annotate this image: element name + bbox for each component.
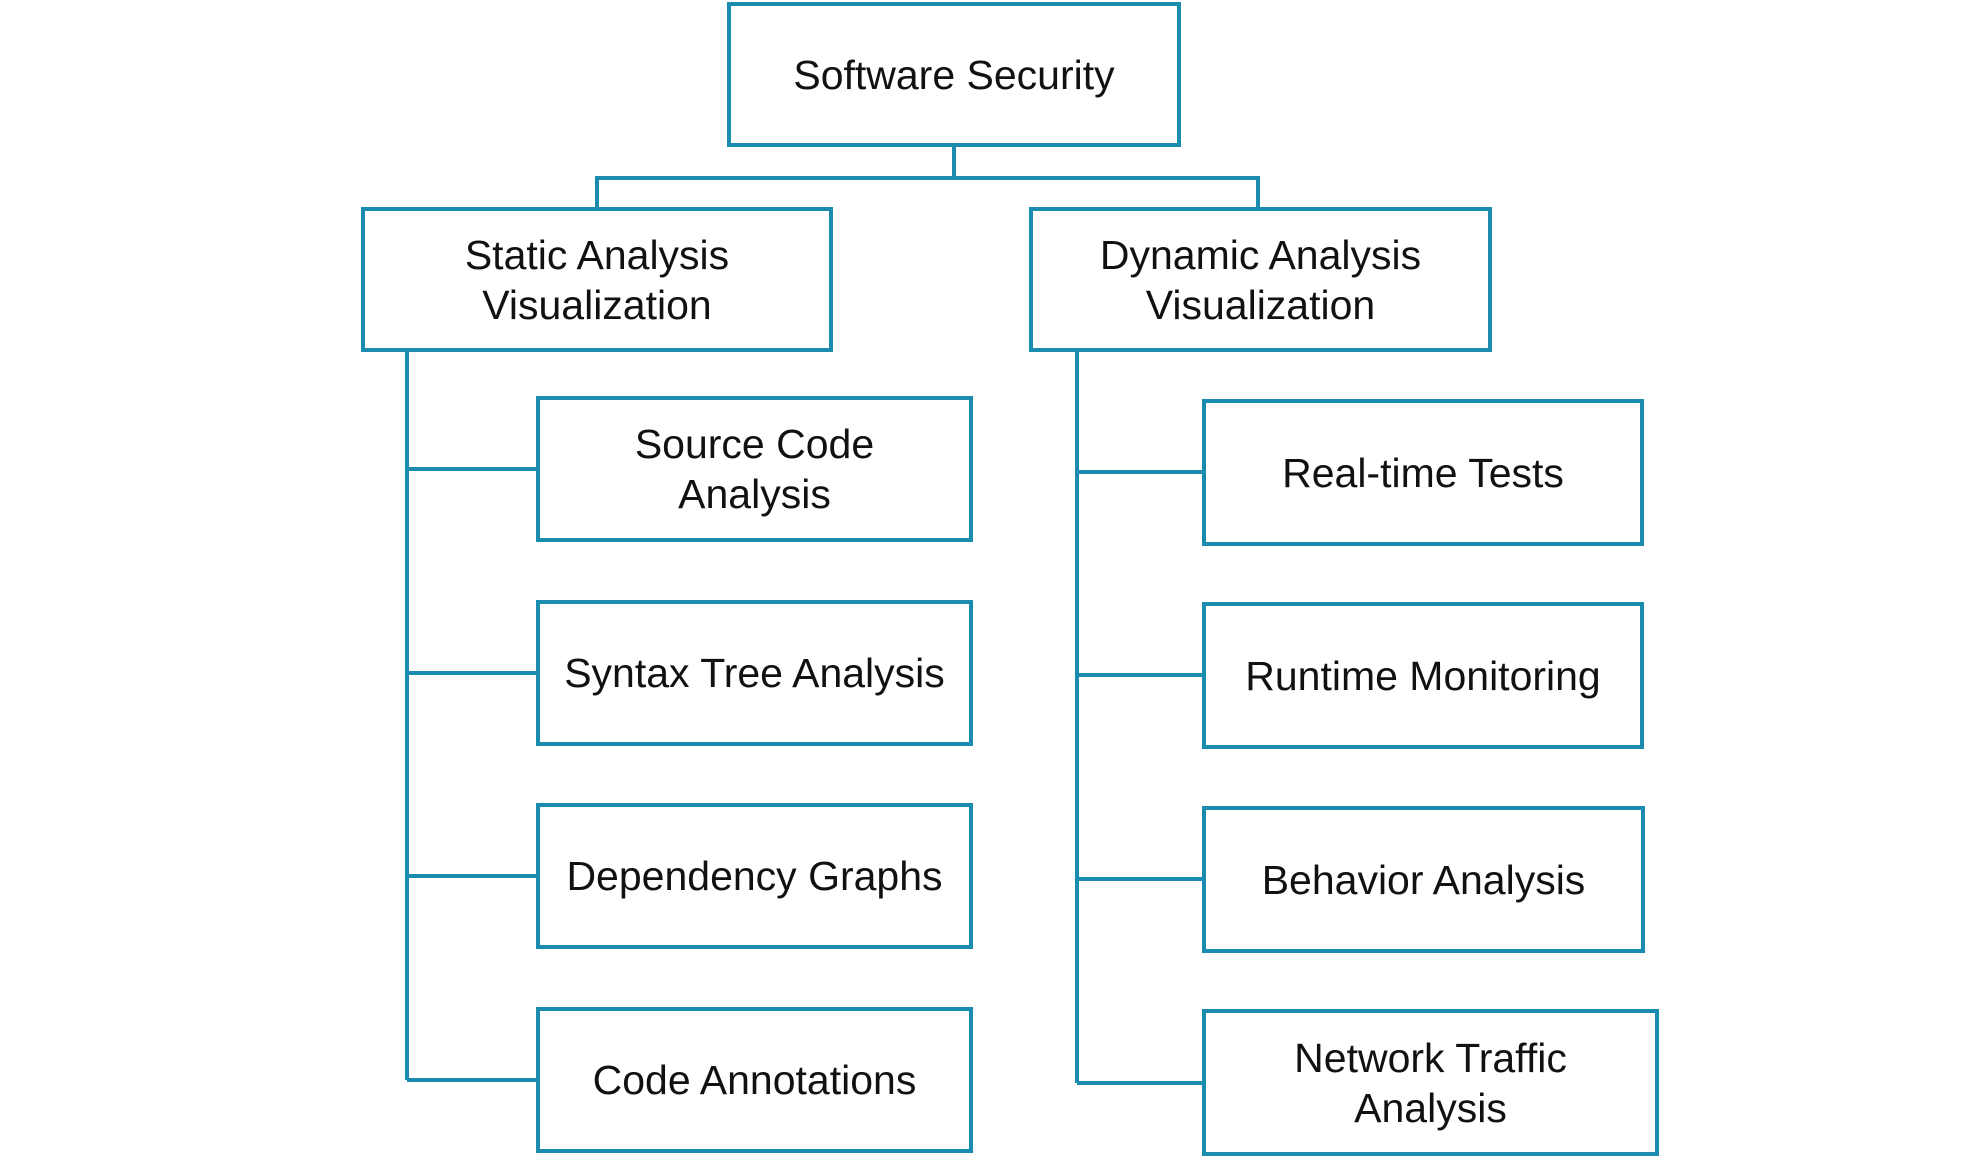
node-code-annotations: Code Annotations xyxy=(536,1007,973,1153)
node-network-traffic-analysis: Network Traffic Analysis xyxy=(1202,1009,1659,1156)
node-static-analysis-visualization: Static Analysis Visualization xyxy=(361,207,833,352)
node-behavior-analysis: Behavior Analysis xyxy=(1202,806,1645,953)
node-runtime-monitoring: Runtime Monitoring xyxy=(1202,602,1644,749)
node-real-time-tests: Real-time Tests xyxy=(1202,399,1644,546)
node-syntax-tree-analysis: Syntax Tree Analysis xyxy=(536,600,973,746)
node-software-security: Software Security xyxy=(727,2,1181,147)
node-source-code-analysis: Source Code Analysis xyxy=(536,396,973,542)
node-dynamic-analysis-visualization: Dynamic Analysis Visualization xyxy=(1029,207,1492,352)
node-dependency-graphs: Dependency Graphs xyxy=(536,803,973,949)
